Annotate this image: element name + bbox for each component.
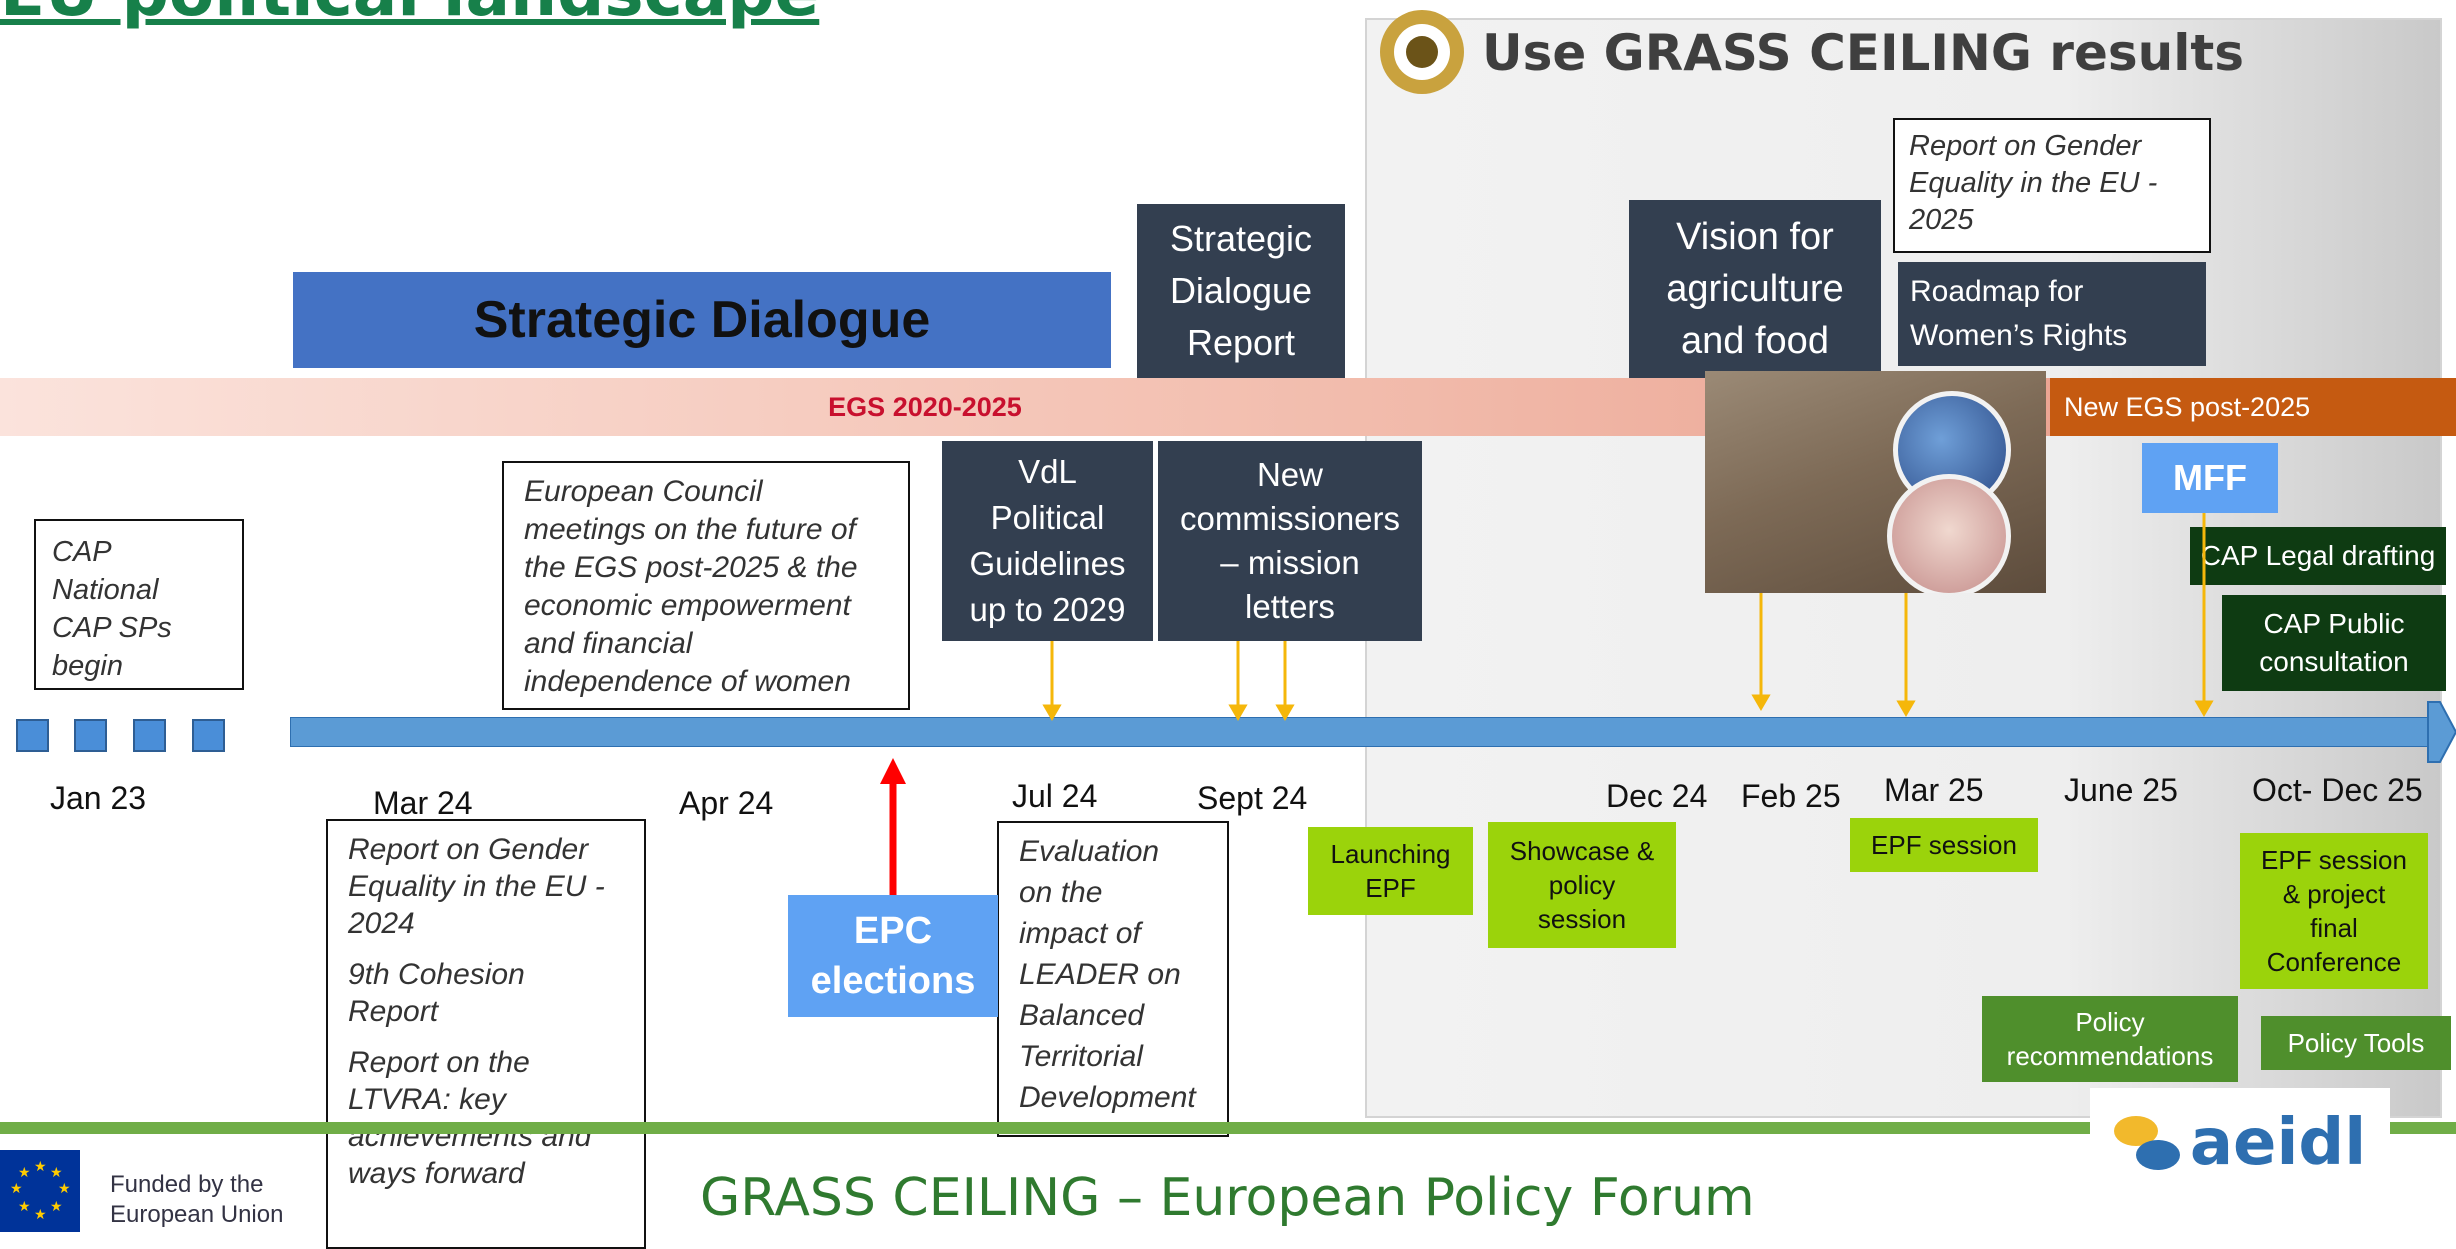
womens-rights-thumbnail [1887, 474, 2011, 593]
footer-divider [0, 1122, 2456, 1134]
epc-arrowhead [880, 758, 906, 784]
egs-current-label: EGS 2020-2025 [828, 391, 1022, 422]
date-oct-dec25: Oct- Dec 25 [2252, 772, 2423, 808]
date-feb25: Feb 25 [1741, 778, 1841, 814]
target-icon [1380, 10, 1464, 94]
epf-session-mar25-box: EPF session [1850, 818, 2038, 872]
connector-arrowhead [2194, 700, 2214, 717]
timeline-square [133, 719, 166, 752]
egs-new-band: New EGS post-2025 [2050, 378, 2456, 436]
timeline-square [16, 719, 49, 752]
connector-arrowhead [1275, 704, 1295, 721]
mff-box: MFF [2142, 443, 2278, 513]
date-apr24: Apr 24 [679, 785, 774, 821]
connector-arrowhead [1896, 700, 1916, 717]
panel-title: Use GRASS CEILING results [1482, 24, 2245, 82]
date-june25: June 25 [2064, 772, 2178, 808]
date-dec24: Dec 24 [1606, 778, 1708, 814]
timeline-axis [290, 717, 2428, 747]
cap-legal-drafting-box: CAP Legal drafting [2190, 527, 2446, 585]
connector-arrowhead [1042, 704, 1062, 721]
eu-flag-icon: ★★★★★★★★ [0, 1150, 80, 1232]
date-mar24: Mar 24 [373, 785, 473, 821]
connector-arrowhead [1228, 704, 1248, 721]
footer-title: GRASS CEILING – European Policy Forum [700, 1168, 1755, 1228]
timeline-square [74, 719, 107, 752]
date-sept24: Sept 24 [1197, 780, 1308, 816]
timeline-square [192, 719, 225, 752]
aeidl-logo: aeidl [2090, 1088, 2390, 1198]
connector-arrowhead [1751, 694, 1771, 711]
page-title: EU political landscape [0, 0, 819, 31]
date-mar25: Mar 25 [1884, 772, 1984, 808]
date-jul24: Jul 24 [1012, 778, 1098, 814]
event-photo [1705, 371, 2046, 593]
axis-arrowhead [2427, 701, 2456, 763]
strategic-dialogue-bar: Strategic Dialogue [293, 272, 1111, 368]
date-jan23: Jan 23 [50, 780, 147, 816]
policy-tools-box: Policy Tools [2261, 1016, 2451, 1070]
